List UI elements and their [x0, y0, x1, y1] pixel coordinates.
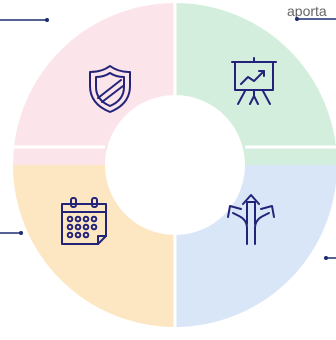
cropped-label: aporta [287, 3, 327, 19]
split-arrows-icon [227, 194, 275, 245]
quadrant-top-left [13, 3, 175, 165]
connector-bottom-right [324, 256, 336, 260]
connector-top-right [295, 17, 336, 21]
quadrant-bottom-left [13, 165, 175, 327]
quadrant-bottom-right [175, 165, 336, 327]
connector-top-left [0, 18, 49, 22]
shield-icon [89, 65, 131, 113]
quadrant-top-right [175, 3, 336, 165]
connector-bottom-left [0, 231, 23, 235]
presentation-chart-icon [231, 57, 277, 105]
calendar-icon [61, 197, 107, 245]
